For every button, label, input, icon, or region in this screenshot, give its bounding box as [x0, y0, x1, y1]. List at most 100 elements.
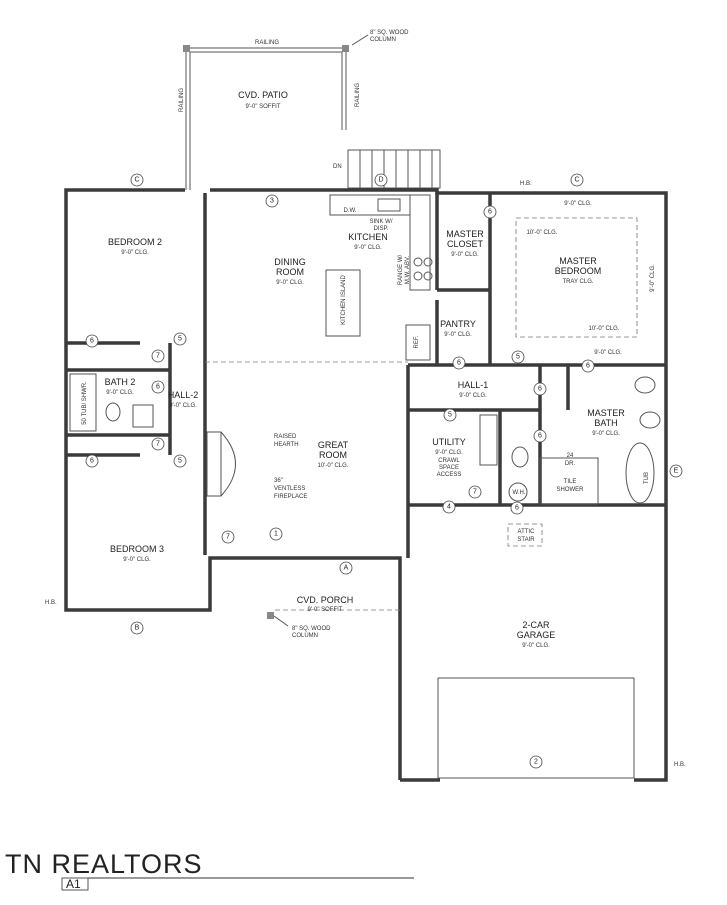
- utility-clg: 9'-0" CLG.: [435, 450, 463, 456]
- door-tag: 1: [274, 531, 278, 538]
- bath2-tub-label: 50 TUB/ SHWR.: [82, 381, 88, 425]
- exterior-walls: [64, 188, 668, 782]
- door-tag: 7: [156, 441, 160, 448]
- door-tag: 6: [457, 360, 461, 367]
- bath2-clg: 9'-0" CLG.: [106, 390, 134, 396]
- dw-label: D.W.: [344, 208, 357, 214]
- crawl-1: CRAWL: [438, 458, 460, 464]
- dining-name-2: ROOM: [276, 267, 304, 277]
- patio-name: CVD. PATIO: [238, 90, 288, 100]
- tile-shower: [539, 457, 599, 505]
- garage-clg: 9'-0" CLG.: [522, 643, 550, 649]
- pantry-clg: 9'-0" CLG.: [444, 332, 472, 338]
- range-label-2: M.W. ABV.: [405, 256, 411, 284]
- sink-label-1: SINK W/: [369, 219, 392, 225]
- hearth-note-2: HEARTH: [274, 442, 299, 448]
- crawl-3: ACCESS: [437, 472, 462, 478]
- range-label-1: RANGE W/: [398, 255, 404, 286]
- column-note-1: 8" SQ. WOOD: [370, 30, 409, 36]
- master-bath-name-1: MASTER: [587, 408, 625, 418]
- kitchen-name: KITCHEN: [348, 232, 388, 242]
- shower-door-2: DR.: [565, 461, 576, 467]
- hb-top: H.B.: [520, 181, 532, 187]
- bedroom3-clg: 9'-0" CLG.: [123, 557, 151, 563]
- master-bedroom-clg-bottom: 9'-0" CLG.: [594, 350, 622, 356]
- master-tub: [625, 442, 655, 504]
- fireplace-arc: [220, 431, 236, 497]
- hall2-clg: 9'-0" CLG.: [169, 403, 197, 409]
- hall1-name: HALL-1: [458, 380, 489, 390]
- porch-column-note-2: COLUMN: [292, 633, 318, 639]
- hall2-name: HALL-2: [168, 390, 199, 400]
- water-heater: [508, 482, 528, 502]
- fireplace-note-1: 36": [274, 478, 283, 484]
- master-closet-clg: 9'-0" CLG.: [451, 252, 479, 258]
- railing-right-label: RAILING: [355, 83, 361, 107]
- kitchen-island-label: KITCHEN ISLAND: [341, 275, 347, 325]
- covered-patio: CVD. PATIO 9'-0" SOFFIT RAILING RAILING …: [179, 30, 441, 190]
- master-closet-name-1: MASTER: [446, 229, 484, 239]
- master-bedroom-clg-inner2: 10'-0" CLG.: [589, 326, 620, 332]
- marker-a: A: [344, 565, 349, 572]
- door-tag: 6: [515, 505, 519, 512]
- fireplace-hearth: [206, 431, 222, 497]
- ceiling-lines: [205, 217, 638, 611]
- master-bath-clg: 9'-0" CLG.: [592, 431, 620, 437]
- shower-label-1: TILE: [564, 479, 577, 485]
- refrigerator: [405, 324, 431, 361]
- porch-soffit: 9'-0" SOFFIT: [308, 607, 343, 613]
- master-toilet: [511, 446, 529, 468]
- master-bath-name-2: BATH: [594, 418, 617, 428]
- brand-logo: TN REALTORS: [5, 849, 203, 879]
- stair-dn: DN: [333, 164, 342, 170]
- bedroom2-name: BEDROOM 2: [108, 237, 162, 247]
- door-tag: 6: [586, 363, 590, 370]
- door-tag: 5: [178, 458, 182, 465]
- marker-e: E: [674, 468, 679, 475]
- hb-right: H.B.: [674, 762, 686, 768]
- bath2-sink: [132, 404, 154, 428]
- garage-name-1: 2-CAR: [522, 620, 550, 630]
- hb-left: H.B.: [45, 600, 57, 606]
- water-heater-label: W.H.: [513, 490, 526, 496]
- master-bedroom-name-2: BEDROOM: [555, 266, 602, 276]
- marker-b: B: [135, 625, 140, 632]
- patio-stair: [347, 149, 441, 189]
- shower-door-1: 24: [567, 453, 574, 459]
- great-room-name-2: ROOM: [319, 450, 347, 460]
- door-tag: 3: [270, 198, 274, 205]
- attic-label-1: ATTIC: [518, 529, 536, 535]
- column-note-2: COLUMN: [370, 37, 396, 43]
- utility-name: UTILITY: [432, 437, 466, 447]
- dining-name-1: DINING: [274, 257, 306, 267]
- porch-column: [267, 612, 274, 619]
- door-tags: 6 5 7 6 7 6 5 7 1 3 6 6 5 6 6 5 6 7 4 6 …: [85, 194, 595, 769]
- section-markers: C D C A B E H.B. H.B. H.B.: [45, 173, 686, 768]
- pantry-name: PANTRY: [440, 319, 476, 329]
- master-bedroom-clg-top: 9'-0" CLG.: [564, 201, 592, 207]
- kitchen-island: [325, 269, 361, 337]
- door-tag: 7: [226, 534, 230, 541]
- railing-top-label: RAILING: [255, 40, 279, 46]
- kitchen-counter: [329, 194, 411, 216]
- garage-name-2: GARAGE: [517, 630, 556, 640]
- hall1-clg: 9'-0" CLG.: [459, 393, 487, 399]
- door-tag: 2: [534, 759, 538, 766]
- attic-stair: [507, 523, 543, 547]
- great-room-clg: 10'-0" CLG.: [318, 463, 349, 469]
- master-bedroom-name-1: MASTER: [559, 256, 597, 266]
- door-tag: 6: [538, 386, 542, 393]
- shower-label-2: SHOWER: [557, 487, 585, 493]
- marker-d: D: [378, 177, 383, 184]
- master-closet-name-2: CLOSET: [447, 239, 484, 249]
- door-tag: 6: [90, 338, 94, 345]
- marker-c2: C: [574, 177, 579, 184]
- master-tub-label: TUB: [644, 472, 650, 484]
- porch-column-note-1: 8" SQ. WOOD: [292, 626, 331, 632]
- bedroom3-name: BEDROOM 3: [110, 544, 164, 554]
- sheet-number: A1: [66, 877, 81, 891]
- patio-soffit: 9'-0" SOFFIT: [246, 104, 281, 110]
- crawl-2: SPACE: [439, 465, 459, 471]
- sink-label-2: DISP.: [374, 226, 389, 232]
